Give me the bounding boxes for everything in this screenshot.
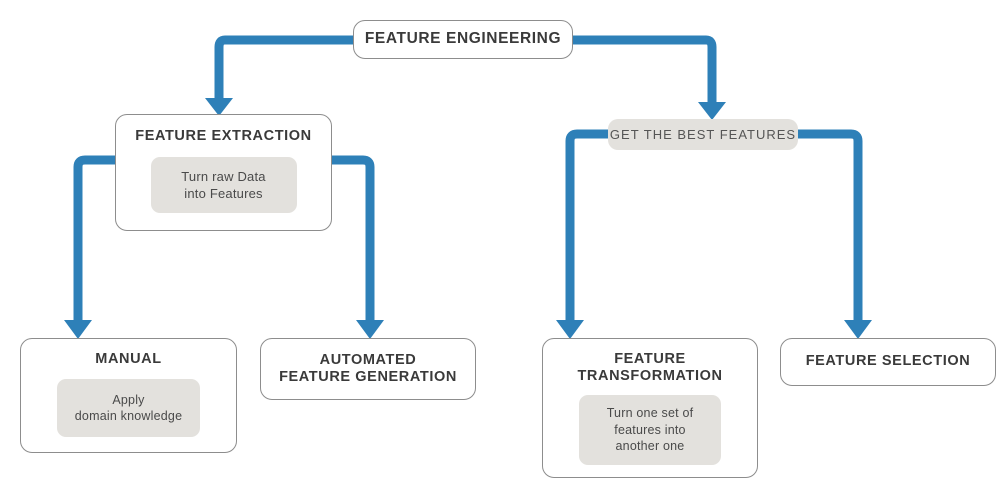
arrowhead-automated bbox=[356, 320, 384, 339]
node-description-manual: Apply domain knowledge bbox=[57, 379, 200, 438]
arrowhead-best-features bbox=[698, 102, 726, 120]
node-description-feature-extraction: Turn raw Data into Features bbox=[150, 157, 297, 214]
node-description-feature-transformation: Turn one set of features into another on… bbox=[579, 395, 721, 466]
edge-root-to-extraction bbox=[214, 35, 353, 98]
node-title-feature-selection: FEATURE SELECTION bbox=[805, 353, 971, 370]
node-title-feature-transformation: FEATURE TRANSFORMATION bbox=[577, 351, 723, 385]
arrowhead-manual bbox=[64, 320, 92, 339]
node-title-feature-engineering: FEATURE ENGINEERING bbox=[364, 30, 562, 48]
edge-root-to-best-features bbox=[573, 35, 717, 102]
node-feature-transformation[interactable]: FEATURE TRANSFORMATION Turn one set of f… bbox=[542, 338, 758, 478]
node-title-automated-feature-generation: AUTOMATED FEATURE GENERATION bbox=[279, 351, 457, 385]
node-manual[interactable]: MANUAL Apply domain knowledge bbox=[20, 338, 237, 453]
node-feature-extraction[interactable]: FEATURE EXTRACTION Turn raw Data into Fe… bbox=[115, 114, 332, 231]
arrowhead-transformation bbox=[556, 320, 584, 339]
node-get-the-best-features[interactable]: GET THE BEST FEATURES bbox=[608, 119, 798, 150]
node-title-get-the-best-features: GET THE BEST FEATURES bbox=[609, 126, 797, 142]
edge-extraction-to-automated bbox=[332, 155, 375, 320]
node-title-feature-extraction: FEATURE EXTRACTION bbox=[135, 128, 312, 144]
arrowhead-selection bbox=[844, 320, 872, 339]
node-feature-selection[interactable]: FEATURE SELECTION bbox=[780, 338, 996, 386]
node-title-manual: MANUAL bbox=[95, 351, 162, 367]
node-automated-feature-generation[interactable]: AUTOMATED FEATURE GENERATION bbox=[260, 338, 476, 400]
edge-best-to-selection bbox=[798, 129, 863, 320]
node-feature-engineering[interactable]: FEATURE ENGINEERING bbox=[353, 20, 573, 59]
edge-best-to-transformation bbox=[565, 129, 608, 320]
edge-extraction-to-manual bbox=[73, 155, 115, 320]
arrowhead-extraction bbox=[205, 98, 233, 116]
